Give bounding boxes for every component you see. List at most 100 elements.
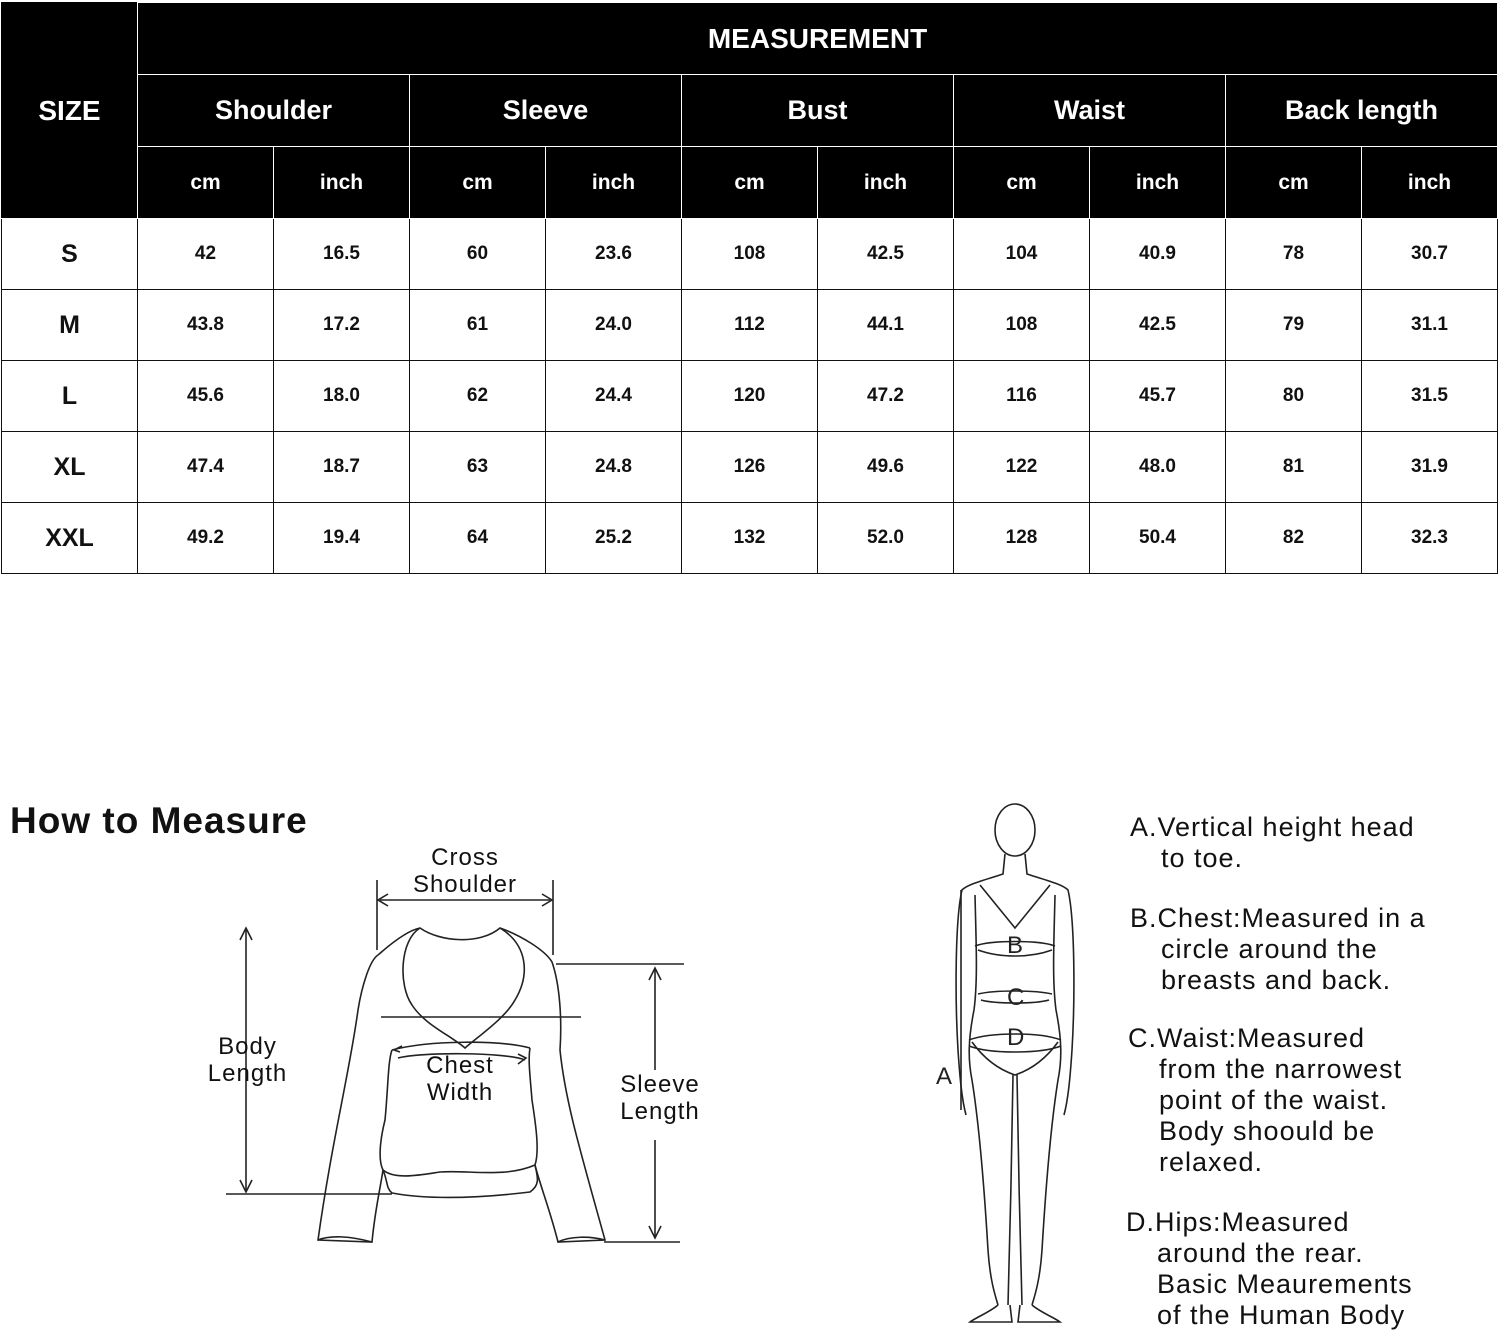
size-cell: L (1, 360, 138, 432)
cross-shoulder-label: Cross Shoulder (400, 844, 530, 898)
sleeve-length-label-line2: Length (620, 1098, 700, 1125)
unit-header-cm: cm (137, 146, 274, 219)
value-cell: 63 (409, 431, 546, 503)
description-d-line1: Hips:Measured (1155, 1207, 1350, 1237)
value-cell: 42.5 (817, 218, 954, 290)
chest-width-arrow (381, 1016, 581, 1065)
chest-width-label-line1: Chest (426, 1052, 494, 1079)
description-c-line4: Body shoould be (1159, 1116, 1376, 1146)
value-cell: 24.8 (545, 431, 682, 503)
unit-header-inch: inch (1360, 146, 1499, 219)
chest-width-label-line2: Width (426, 1079, 494, 1106)
marker-d: D (1007, 1024, 1024, 1051)
description-d: D.Hips:Measured around the rear. Basic M… (1126, 1207, 1413, 1331)
body-outline (955, 803, 1075, 1323)
value-cell: 24.0 (545, 289, 682, 361)
description-b: B.Chest:Measured in a circle around the … (1130, 903, 1426, 996)
value-cell: 116 (953, 360, 1090, 432)
unit-header-cm: cm (409, 146, 546, 219)
value-cell: 24.4 (545, 360, 682, 432)
description-a-line2: to toe. (1161, 843, 1244, 873)
size-cell: S (1, 218, 138, 290)
group-header-bust: Bust (681, 74, 954, 147)
description-c-line3: point of the waist. (1159, 1085, 1389, 1115)
measurement-lines (960, 890, 1062, 1110)
marker-b: B (1007, 932, 1023, 959)
unit-header-inch: inch (1089, 146, 1226, 219)
cross-shoulder-label-line2: Shoulder (412, 871, 518, 898)
group-header-waist: Waist (953, 74, 1226, 147)
value-cell: 60 (409, 218, 546, 290)
cross-shoulder-label-line1: Cross (431, 844, 499, 871)
unit-header-cm: cm (953, 146, 1090, 219)
value-cell: 23.6 (545, 218, 682, 290)
marker-a: A (936, 1063, 952, 1090)
value-cell: 43.8 (137, 289, 274, 361)
measurement-header: MEASUREMENT (136, 2, 1499, 75)
value-cell: 108 (953, 289, 1090, 361)
sleeve-length-label: Sleeve Length (608, 1071, 712, 1125)
value-cell: 40.9 (1089, 218, 1226, 290)
description-b-line1: Chest:Measured in a (1157, 903, 1426, 933)
description-b-letter: B. (1130, 903, 1158, 933)
value-cell: 112 (681, 289, 818, 361)
value-cell: 122 (953, 431, 1090, 503)
size-cell: XL (1, 431, 138, 503)
unit-header-inch: inch (273, 146, 410, 219)
value-cell: 61 (409, 289, 546, 361)
body-length-label-line1: Body (218, 1033, 277, 1060)
value-cell: 16.5 (273, 218, 410, 290)
value-cell: 47.2 (817, 360, 954, 432)
value-cell: 49.2 (137, 502, 274, 574)
value-cell: 80 (1225, 360, 1362, 432)
value-cell: 78 (1225, 218, 1362, 290)
description-c: C.Waist:Measured from the narrowest poin… (1128, 1023, 1402, 1178)
value-cell: 31.9 (1360, 431, 1499, 503)
value-cell: 126 (681, 431, 818, 503)
sweater-measure-diagram (226, 880, 684, 1243)
description-c-line5: relaxed. (1159, 1147, 1264, 1177)
size-column-header: SIZE (1, 2, 138, 219)
description-d-line3: Basic Meaurements (1157, 1269, 1413, 1299)
group-header-back-length: Back length (1224, 74, 1499, 147)
unit-header-cm: cm (1225, 146, 1362, 219)
description-d-line4: of the Human Body (1157, 1300, 1406, 1330)
size-cell: XXL (1, 502, 138, 574)
value-cell: 52.0 (817, 502, 954, 574)
description-d-letter: D. (1126, 1207, 1155, 1237)
value-cell: 47.4 (137, 431, 274, 503)
value-cell: 62 (409, 360, 546, 432)
description-d-line2: around the rear. (1157, 1238, 1364, 1268)
size-cell: M (1, 289, 138, 361)
value-cell: 79 (1225, 289, 1362, 361)
value-cell: 32.3 (1360, 502, 1499, 574)
value-cell: 45.7 (1089, 360, 1226, 432)
description-c-line1: Waist:Measured (1157, 1023, 1366, 1053)
body-length-label: Body Length (195, 1033, 300, 1087)
value-cell: 42 (137, 218, 274, 290)
value-cell: 19.4 (273, 502, 410, 574)
cross-shoulder-arrow (376, 880, 554, 955)
description-c-line2: from the narrowest (1159, 1054, 1403, 1084)
value-cell: 31.1 (1360, 289, 1499, 361)
group-header-sleeve: Sleeve (409, 74, 682, 147)
description-c-letter: C. (1128, 1023, 1157, 1053)
marker-c: C (1007, 984, 1024, 1011)
value-cell: 128 (953, 502, 1090, 574)
value-cell: 31.5 (1360, 360, 1499, 432)
value-cell: 18.7 (273, 431, 410, 503)
value-cell: 48.0 (1089, 431, 1226, 503)
how-to-measure-title: How to Measure (10, 800, 308, 841)
value-cell: 42.5 (1089, 289, 1226, 361)
value-cell: 81 (1225, 431, 1362, 503)
description-b-line3: breasts and back. (1161, 965, 1392, 995)
size-chart-table: SIZE MEASUREMENT Shoulder Sleeve Bust Wa… (1, 2, 1499, 574)
chest-width-label: Chest Width (410, 1052, 510, 1106)
value-cell: 50.4 (1089, 502, 1226, 574)
